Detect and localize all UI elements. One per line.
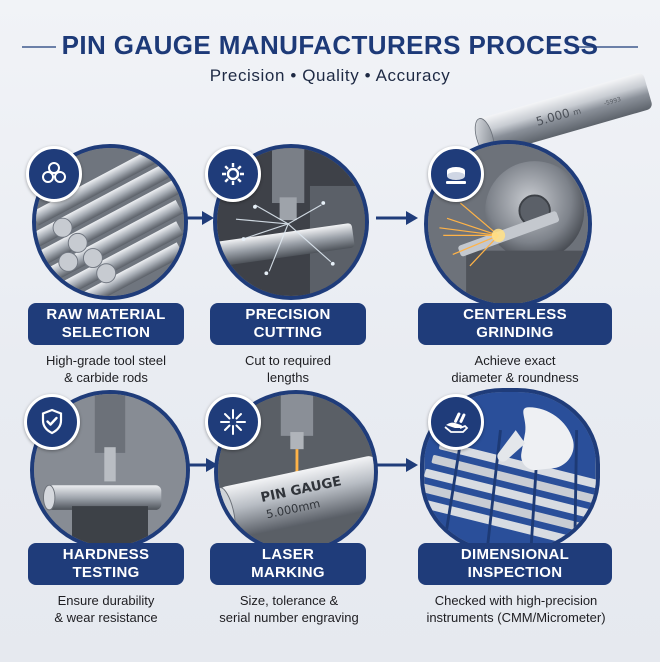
step-3-title-line-2: GRINDING xyxy=(476,324,554,341)
rods-icon xyxy=(26,146,82,202)
step-1-desc-line-1: High-grade tool steel xyxy=(46,353,166,368)
step-5-title-line-2: MARKING xyxy=(251,564,325,581)
step-2-title-line-1: PRECISION xyxy=(245,306,331,323)
flow-arrow-4 xyxy=(376,458,418,472)
hero-pin-unit: m xyxy=(572,106,582,117)
hero-pin-side-mark: -5993 xyxy=(603,96,622,108)
step-3-title-line-1: CENTERLESS xyxy=(463,306,567,323)
step-5-title: LASER MARKING xyxy=(210,543,366,585)
title-rule-left xyxy=(22,46,56,48)
step-6-title-line-1: DIMENSIONAL xyxy=(460,546,570,563)
step-5-photo-laser-marking: PIN GAUGE 5.000mm xyxy=(214,390,378,554)
step-4-description: Ensure durability & wear resistance xyxy=(20,592,192,626)
step-4-desc-line-1: Ensure durability xyxy=(57,593,155,608)
step-4-desc-line-2: & wear resistance xyxy=(54,610,158,625)
hand-inspect-icon xyxy=(428,394,484,450)
step-1-desc-line-2: & carbide rods xyxy=(64,370,148,385)
step-2-title-line-2: CUTTING xyxy=(253,324,323,341)
title-rule-right xyxy=(578,46,638,48)
step-3-title: CENTERLESS GRINDING xyxy=(418,303,612,345)
step-2-title: PRECISION CUTTING xyxy=(210,303,366,345)
step-3-desc-line-1: Achieve exact xyxy=(474,353,556,368)
flow-arrow-2 xyxy=(376,211,418,225)
step-4-title: HARDNESS TESTING xyxy=(28,543,184,585)
step-1-photo-raw-material xyxy=(32,144,188,300)
step-3-desc-line-2: diameter & roundness xyxy=(451,370,579,385)
step-1-title: RAW MATERIAL SELECTION xyxy=(28,303,184,345)
step-1-title-line-1: RAW MATERIAL xyxy=(46,306,166,323)
shield-check-icon xyxy=(24,394,80,450)
page-subtitle: Precision • Quality • Accuracy xyxy=(209,66,451,85)
step-6-title: DIMENSIONAL INSPECTION xyxy=(418,543,612,585)
step-6-desc-line-1: Checked with high-precision xyxy=(434,593,598,608)
step-6-description: Checked with high-precision instruments … xyxy=(414,592,618,626)
step-4-title-line-2: TESTING xyxy=(72,564,140,581)
step-5-description: Size, tolerance & serial number engravin… xyxy=(196,592,382,626)
step-6-photo-dimensional-inspection xyxy=(420,388,600,554)
step-2-description: Cut to required lengths xyxy=(202,352,374,386)
step-6-desc-line-2: instruments (CMM/Micrometer) xyxy=(426,610,606,625)
laser-burst-icon xyxy=(205,394,261,450)
step-1-title-line-2: SELECTION xyxy=(61,324,151,341)
step-5-title-line-1: LASER xyxy=(261,546,315,563)
step-2-desc-line-2: lengths xyxy=(267,370,309,385)
gear-icon xyxy=(205,146,261,202)
page-title: PIN GAUGE MANUFACTURERS PROCESS xyxy=(61,30,599,60)
step-2-desc-line-1: Cut to required xyxy=(245,353,331,368)
step-4-title-line-1: HARDNESS xyxy=(62,546,150,563)
step-5-desc-line-1: Size, tolerance & xyxy=(239,593,339,608)
step-1-description: High-grade tool steel & carbide rods xyxy=(20,352,192,386)
step-3-description: Achieve exact diameter & roundness xyxy=(424,352,606,386)
step-5-desc-line-2: serial number engraving xyxy=(219,610,359,625)
grinding-wheel-icon xyxy=(428,146,484,202)
step-6-title-line-2: INSPECTION xyxy=(467,564,563,581)
